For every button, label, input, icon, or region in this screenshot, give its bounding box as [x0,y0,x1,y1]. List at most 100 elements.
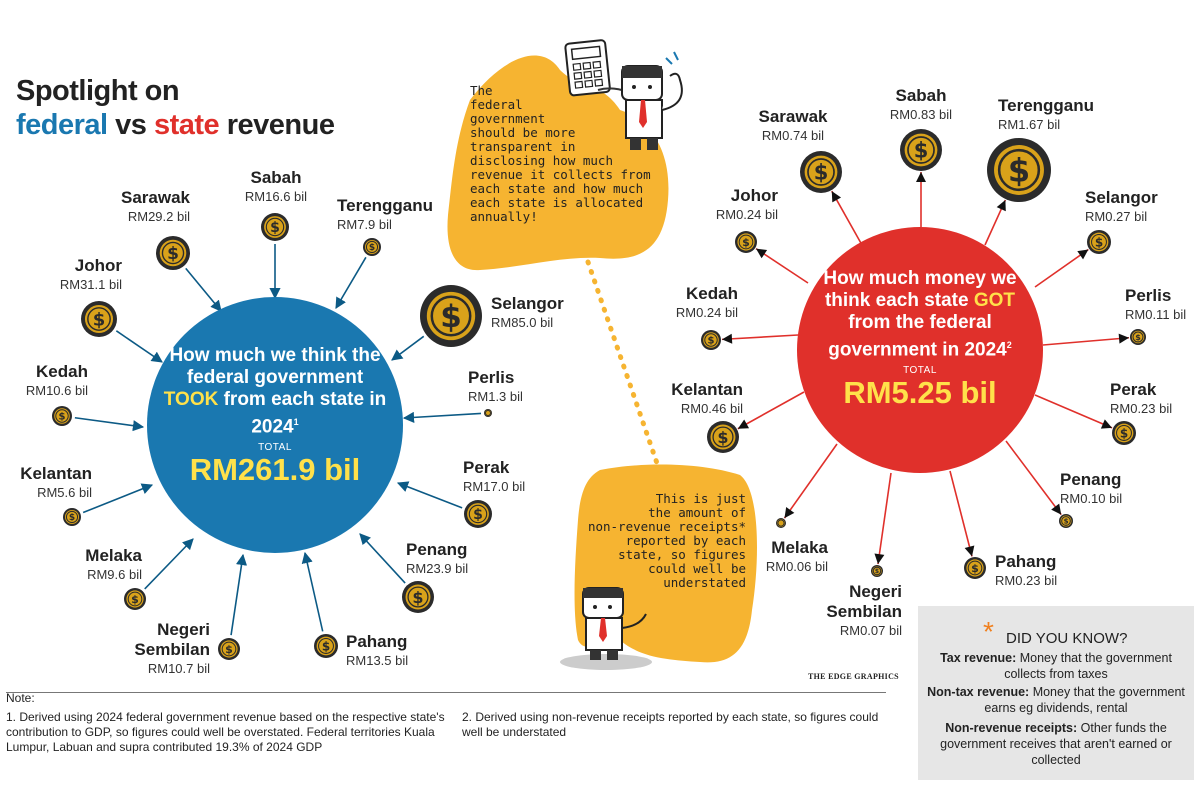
coin-icon [776,518,786,528]
title-state-word: state [153,109,220,141]
speech-bubble-top [447,55,669,271]
state-name: Kedah [36,362,88,381]
bubble-bottom-line: This is just [655,491,746,506]
state-name: Melaka [771,538,828,557]
svg-text:$: $ [131,593,139,606]
state-name-line2: Sembilan [826,602,902,621]
federal-heading-pre: How much we think the federal government [169,345,381,388]
state-value: RM0.11 bil [1125,307,1187,322]
coin-icon: $ [363,238,381,256]
state-value: RM9.6 bil [87,567,142,582]
coin-icon: $ [63,508,81,526]
coin-icon: $ [1112,421,1136,445]
svg-text:$: $ [971,562,979,575]
bubble-top-line: each state and how much [470,181,644,196]
bubble-bottom-line: non-revenue receipts* [587,519,746,534]
bubble-top-line: should be more [470,125,576,140]
state-name: Selangor [1085,188,1158,207]
state-value: RM0.46 bil [680,401,743,416]
svg-text:$: $ [1095,235,1103,249]
state-value: RM1.3 bil [468,389,523,404]
federal-arrow [185,267,222,312]
state-name: Terengganu [998,96,1095,115]
dyk-item-nontax: Non-tax revenue: Money that the governme… [926,684,1186,716]
coin-icon: $ [261,213,289,241]
title-vs-word: vs [107,109,154,141]
state-arrowhead [1051,503,1062,515]
page-title: Spotlight on federal vs state revenue [16,74,335,142]
state-value: RM0.07 bil [839,623,902,638]
bubble-top-line: The [470,83,493,98]
coin-icon: $ [1087,230,1111,254]
bubble-top-line: each state is allocated [470,195,644,210]
note-2: 2. Derived using non-revenue receipts re… [462,710,879,739]
state-name: Selangor [491,294,564,313]
coin-icon: $ [1059,514,1073,528]
state-name: Perlis [468,368,515,387]
state-name: Pahang [346,632,408,651]
state-value: RM85.0 bil [491,315,554,330]
state-arrow-line [1042,336,1130,346]
svg-text:$: $ [814,161,829,185]
svg-text:$: $ [167,244,179,264]
state-heading: How much money we think each state GOT f… [812,268,1028,361]
state-name: Sabah [895,86,947,105]
state-arrow-line [737,391,805,430]
state-circle [797,227,1043,473]
coin-icon: $ [314,634,338,658]
state-name: Perak [463,458,510,477]
coin-icon: $ [701,330,721,350]
svg-text:$: $ [473,507,483,523]
state-name: Melaka [85,546,142,565]
state-heading-highlight: GOT [973,290,1016,311]
coin-icon: $ [900,129,942,171]
state-value: RM23.9 bil [406,561,469,576]
dyk-term: Tax revenue: [940,651,1017,665]
dyk-item-nonrevenue: Non-revenue receipts: Other funds the go… [926,720,1186,768]
federal-total-label: TOTAL [258,442,292,454]
state-arrowhead [1077,249,1089,260]
federal-arrow [301,551,324,632]
federal-arrow [359,533,406,584]
state-value: RM0.23 bil [995,573,1058,588]
state-value: RM29.2 bil [127,209,190,224]
bubble-top-line: government [470,111,546,126]
coin-icon: $ [871,565,883,577]
state-value: RM10.6 bil [25,383,88,398]
state-name-line2: Sembilan [134,640,210,659]
state-value: RM0.10 bil [1060,491,1123,506]
state-value: RM1.67 bil [998,117,1061,132]
state-value: RM5.6 bil [37,485,92,500]
svg-text:$: $ [322,639,330,653]
coin-icon: $ [964,557,986,579]
bubble-bottom-line: state, so figures [618,547,746,562]
svg-text:$: $ [742,236,750,249]
state-arrow-line [831,190,863,246]
state-arrow-line [755,247,809,284]
state-arrowhead [964,545,975,557]
state-arrowhead [916,172,926,182]
state-name: Kelantan [20,464,92,483]
state-arrowhead [874,553,885,565]
dyk-term: Non-tax revenue: [927,685,1030,699]
svg-text:$: $ [914,139,929,163]
svg-text:$: $ [708,336,715,347]
svg-text:$: $ [59,412,66,423]
state-name: Perak [1110,380,1157,399]
star-icon: * [983,616,994,647]
state-total-label: TOTAL [903,365,937,377]
